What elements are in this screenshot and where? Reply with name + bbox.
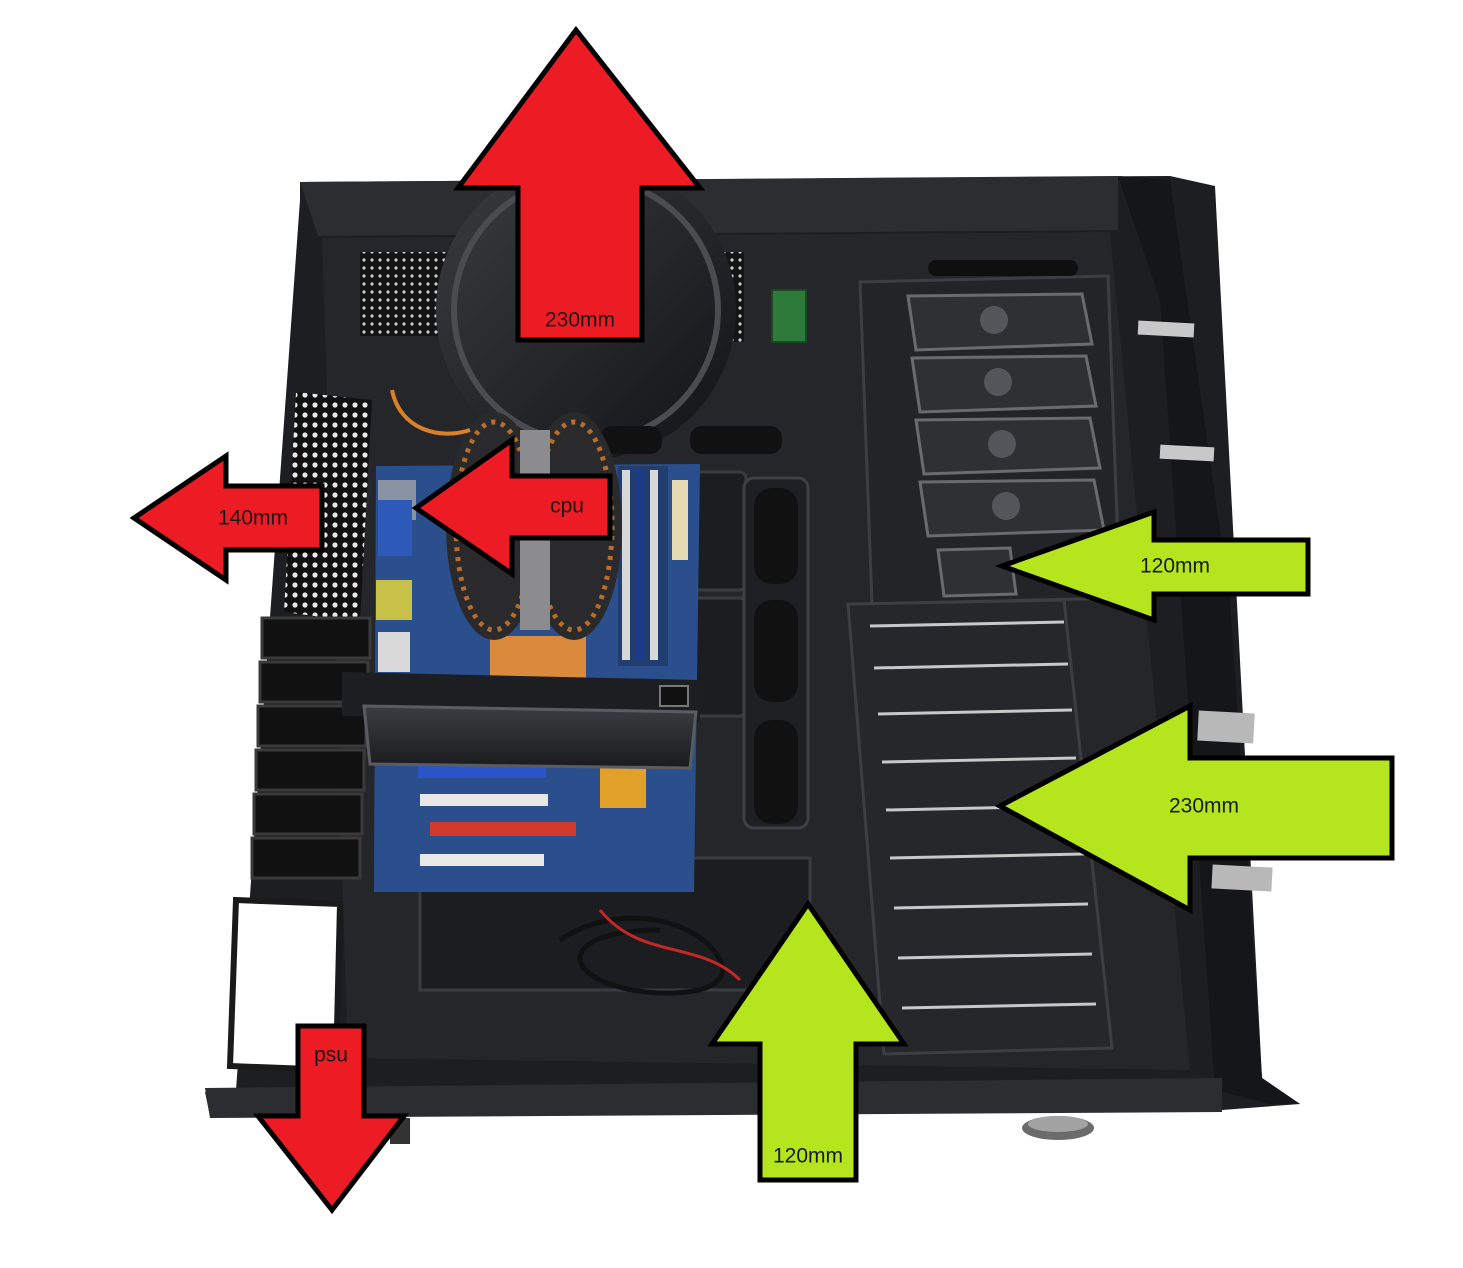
ram-slot bbox=[636, 470, 644, 660]
cable-grommet bbox=[754, 720, 798, 824]
tray-cutout bbox=[690, 596, 748, 718]
cable-grommet bbox=[690, 426, 782, 454]
pcie-slot bbox=[430, 822, 576, 836]
cpu-label: cpu bbox=[550, 494, 584, 518]
fan-cable bbox=[390, 389, 471, 436]
top-exhaust-arrow bbox=[453, 25, 706, 343]
bottom-intake-arrow bbox=[707, 899, 909, 1183]
bezel-strip bbox=[1197, 710, 1255, 744]
case-bottom-rail bbox=[205, 1078, 1222, 1118]
bay-slot bbox=[928, 260, 1078, 276]
ram-slot bbox=[622, 470, 630, 660]
tray-cutout bbox=[690, 470, 748, 592]
rear-exhaust-arrow bbox=[129, 451, 325, 585]
rear-exhaust-label: 140mm bbox=[217, 506, 289, 530]
psu-label: psu bbox=[314, 1043, 348, 1067]
front-main-intake-label: 230mm bbox=[1168, 794, 1240, 818]
case-foot bbox=[1028, 1116, 1088, 1132]
front-bezel bbox=[1118, 176, 1300, 1104]
top-exhaust-label: 230mm bbox=[544, 308, 616, 332]
atx-power-connector bbox=[672, 480, 688, 560]
cable-grommet bbox=[600, 426, 662, 454]
pci-slot bbox=[420, 854, 544, 866]
cable-bundle bbox=[558, 915, 725, 996]
cable-bundle bbox=[598, 909, 742, 982]
bezel-strip bbox=[1211, 864, 1273, 892]
graphics-card bbox=[342, 672, 700, 770]
rear-io-port bbox=[378, 632, 410, 672]
ram-slot bbox=[650, 470, 658, 660]
front-upper-intake-arrow bbox=[994, 508, 1311, 624]
pcie-slot bbox=[418, 766, 546, 778]
cable-grommet bbox=[754, 488, 798, 584]
rear-io-port bbox=[376, 580, 412, 620]
rear-io-port bbox=[378, 500, 412, 556]
front-upper-intake-label: 120mm bbox=[1139, 554, 1211, 578]
rear-mesh-panel bbox=[284, 392, 372, 622]
southbridge-heatsink bbox=[600, 766, 646, 808]
hdd-rails bbox=[869, 620, 1097, 1010]
pci-slot bbox=[420, 794, 548, 806]
cpu-cooler-arrow bbox=[411, 435, 613, 579]
bezel-strip bbox=[1137, 320, 1195, 338]
cable-grommet bbox=[754, 600, 798, 702]
psu-arrow bbox=[252, 1023, 410, 1215]
bottom-intake-label: 120mm bbox=[772, 1144, 844, 1168]
front-main-intake-arrow bbox=[994, 701, 1395, 915]
fan-controller-pcb bbox=[771, 289, 807, 343]
bezel-strip bbox=[1159, 444, 1215, 462]
